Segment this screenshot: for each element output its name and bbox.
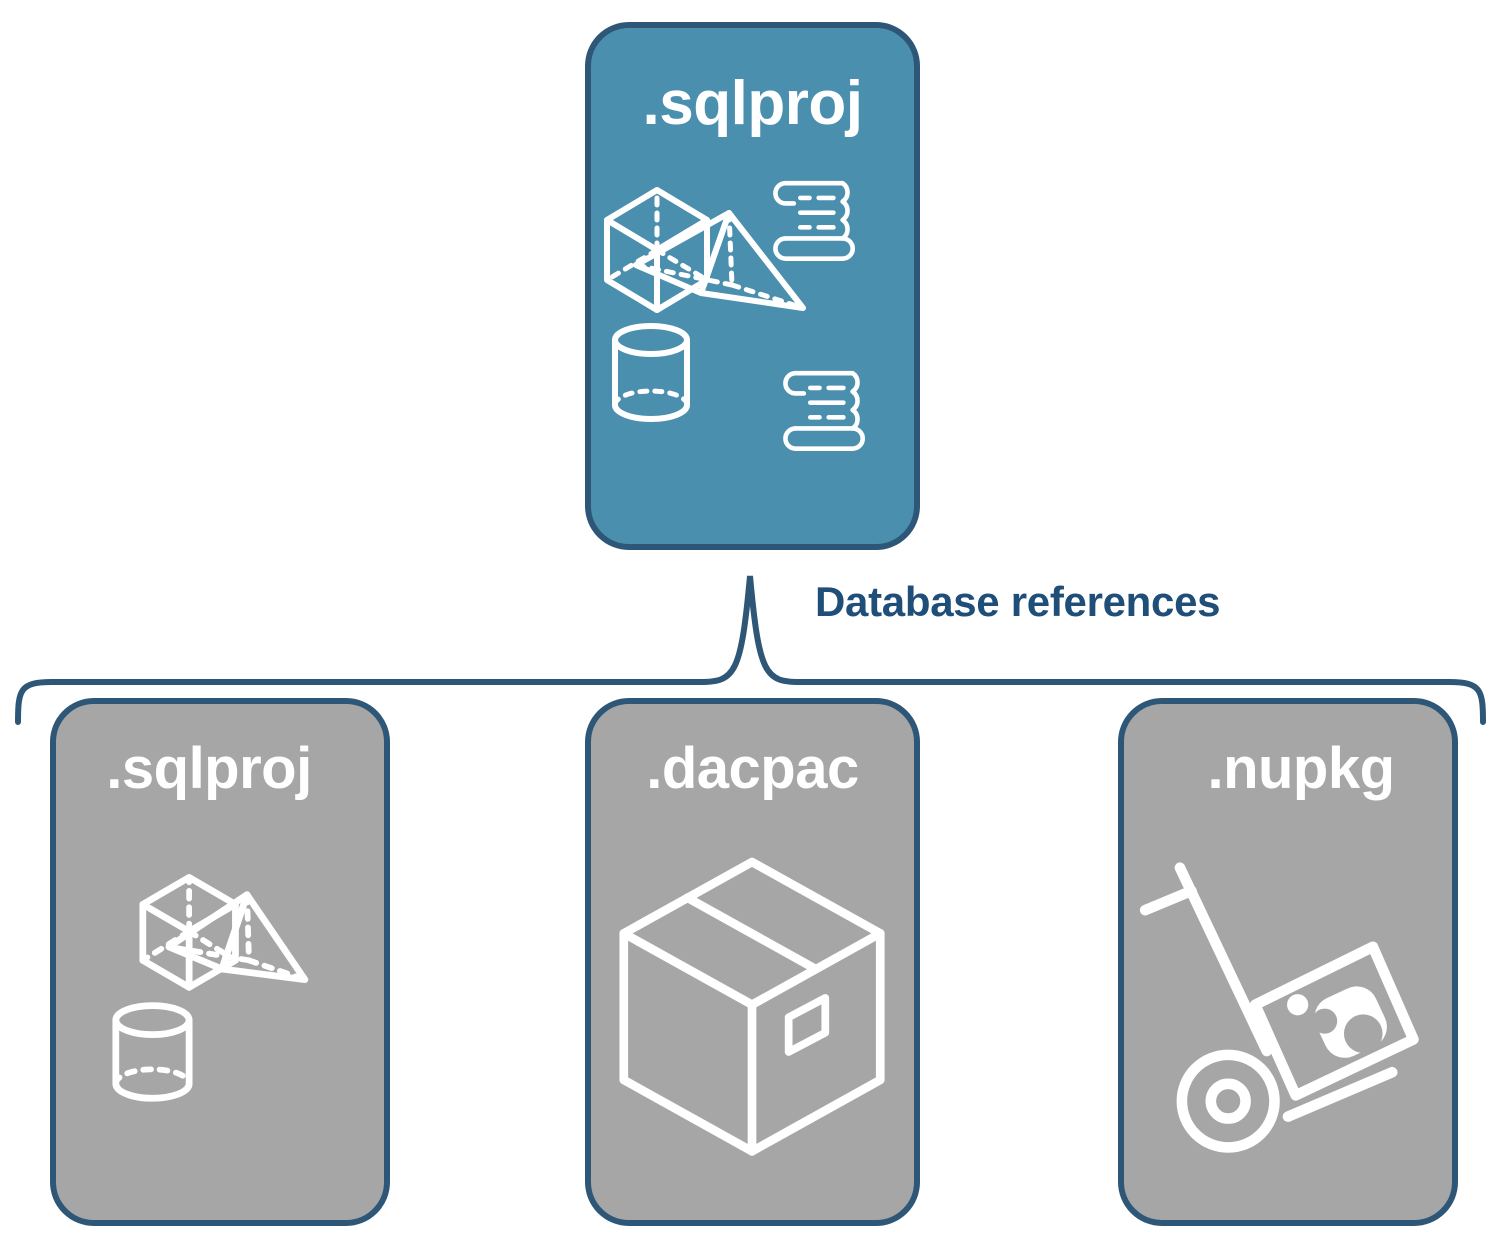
card-root-title: .sqlproj (642, 69, 863, 138)
nuget-package-icon (1249, 941, 1419, 1101)
pyramid-icon (165, 891, 309, 983)
cylinder-icon (112, 1002, 193, 1102)
leaf-nupkg-artwork (1139, 862, 1419, 1153)
shipping-box-icon (619, 857, 885, 1156)
leaf-dacpac-artwork (619, 857, 885, 1156)
pyramid-icon (633, 210, 806, 311)
card-leaf-nupkg[interactable]: .nupkg (1118, 698, 1458, 1226)
scroll-icon (783, 370, 866, 451)
card-leaf-sqlproj-title: .sqlproj (106, 736, 312, 801)
nuget-logo-icon (1287, 986, 1387, 1058)
card-leaf-nupkg-title: .nupkg (1207, 736, 1395, 801)
hand-truck-icon (1139, 862, 1398, 1153)
card-leaf-sqlproj[interactable]: .sqlproj (50, 698, 390, 1226)
card-leaf-dacpac-title: .dacpac (646, 736, 859, 801)
cylinder-icon (612, 323, 690, 422)
root-card-artwork (604, 180, 866, 451)
leaf-sqlproj-artwork (112, 873, 309, 1102)
connector-label: Database references (815, 578, 1221, 625)
card-root-sqlproj[interactable]: .sqlproj (585, 22, 920, 550)
scroll-icon (773, 180, 856, 261)
card-leaf-dacpac[interactable]: .dacpac (585, 698, 920, 1226)
